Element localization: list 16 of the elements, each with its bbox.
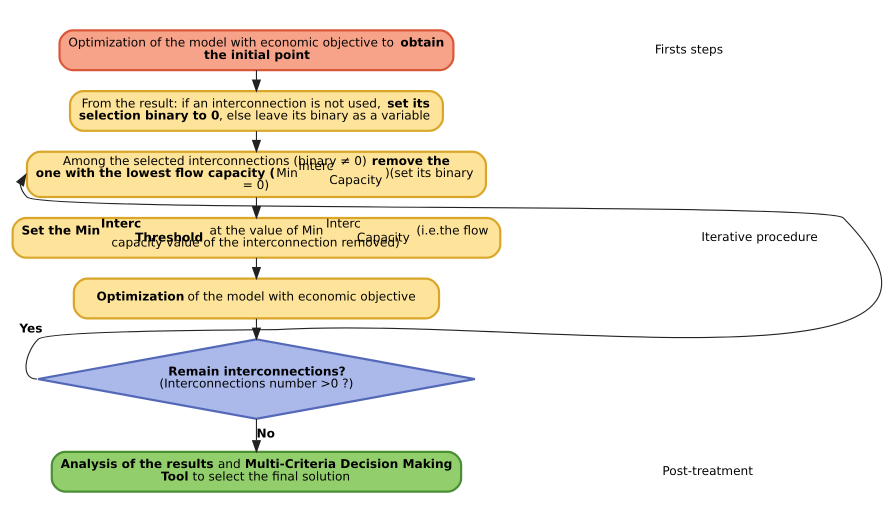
node-diamond: Remain interconnections? (Interconnections number >0 ?) [36,338,476,420]
edge-label: No [256,426,275,440]
label: Post-treatment [662,464,753,478]
node-box: Analysis of the results and Multi-Criteria Decision Making Tool to select the final solution [50,450,462,493]
node-box: Optimization of the model with economic objective [72,278,440,320]
arrow [252,258,262,280]
arrow [16,172,880,380]
label: Firsts steps [654,42,724,56]
arrow [252,70,262,93]
label: Iterative procedure [701,230,818,244]
node-box: Optimization of the model with economic objective to obtain the initial point [58,29,454,72]
arrow [252,131,262,154]
arrow [252,419,262,454]
edge-label: Yes [19,322,42,336]
node-box: From the result: if an interconnection is not used, set its selection binary to 0, else leave its binary as a variable [68,90,444,132]
arrow [252,197,262,220]
